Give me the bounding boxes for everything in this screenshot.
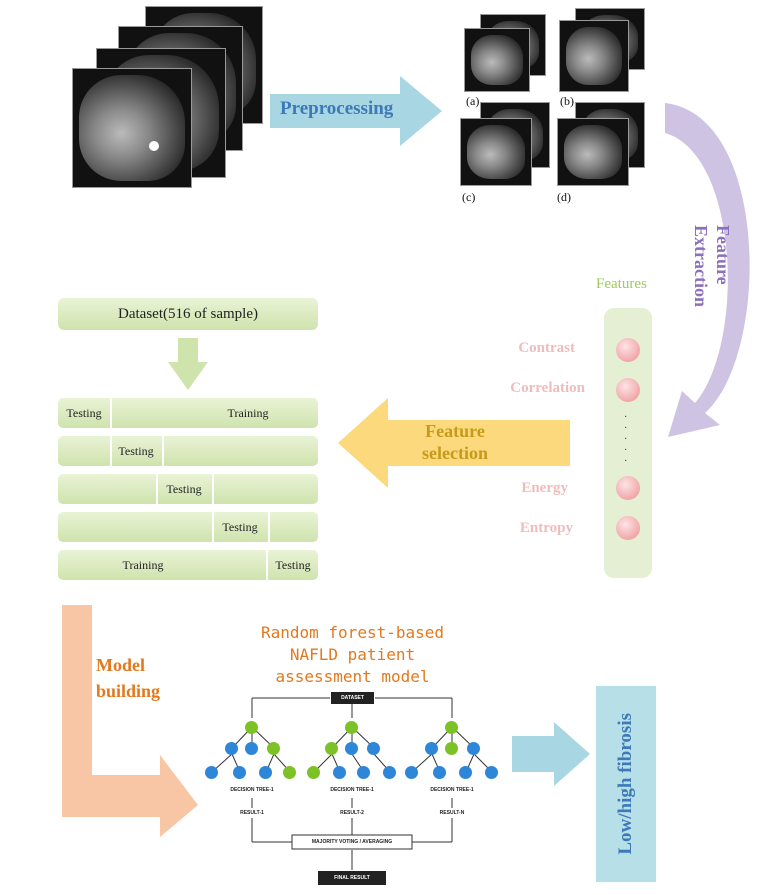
- tree-node: [383, 766, 396, 779]
- fold-3: Testing: [58, 474, 318, 504]
- tree-node: [467, 742, 480, 755]
- scan-d: [557, 118, 629, 186]
- rf-title: Random forest-based NAFLD patient assess…: [235, 622, 470, 688]
- output-arrow: [512, 722, 590, 786]
- tree-node: [405, 766, 418, 779]
- fold-1-testing: Testing: [66, 405, 102, 420]
- feature-correlation: Correlation: [510, 380, 585, 396]
- features-title: Features: [596, 276, 647, 292]
- tree-node: [225, 742, 238, 755]
- tree-node: [245, 721, 258, 734]
- result-2-label: RESULT-2: [340, 810, 364, 816]
- model-building-arrow: [62, 605, 198, 837]
- fold-1: Testing Training: [58, 398, 318, 428]
- tree-node: [283, 766, 296, 779]
- feature-contrast: Contrast: [518, 340, 575, 356]
- scan-c: [460, 118, 532, 186]
- feature-extraction-line1: Feature: [713, 225, 733, 285]
- result-1-label: RESULT-1: [240, 810, 264, 816]
- tree-3-label: DECISION TREE-1: [430, 787, 474, 793]
- feature-extraction-arrow: [665, 103, 750, 437]
- tree-node: [345, 742, 358, 755]
- tree-node: [459, 766, 472, 779]
- features-ellipsis: · · · · ·: [624, 412, 628, 467]
- fold-2-testing: Testing: [118, 443, 154, 458]
- mri-slice-front: [72, 68, 192, 188]
- tree-node: [245, 742, 258, 755]
- dataset-label: Dataset(516 of sample): [118, 305, 258, 322]
- scan-a: [464, 28, 530, 92]
- fold-4-testing: Testing: [222, 519, 258, 534]
- output-box: Low/high fibrosis: [596, 686, 656, 882]
- model-building-line1: Model: [96, 655, 145, 675]
- fold-5-testing: Testing: [275, 557, 311, 572]
- feature-selection-arrow: [338, 398, 570, 488]
- tree-node: [367, 742, 380, 755]
- tree-node: [267, 742, 280, 755]
- feature-energy: Energy: [521, 480, 568, 496]
- preprocessing-arrow: [270, 76, 442, 146]
- tree-node: [259, 766, 272, 779]
- output-label: Low/high fibrosis: [615, 713, 636, 855]
- feature-ball: [616, 378, 640, 402]
- tree-node: [205, 766, 218, 779]
- tree-1-label: DECISION TREE-1: [230, 787, 274, 793]
- tree-node: [307, 766, 320, 779]
- scan-b: [559, 20, 629, 92]
- fold-5: Training Testing: [58, 550, 318, 580]
- caption-d: (d): [557, 190, 571, 204]
- fold-2: Testing: [58, 436, 318, 466]
- tree-node: [345, 721, 358, 734]
- tree-node: [333, 766, 346, 779]
- tree-node: [425, 742, 438, 755]
- tree-node: [485, 766, 498, 779]
- tree-node: [357, 766, 370, 779]
- model-building-line2: building: [96, 681, 161, 701]
- feature-ball: [616, 516, 640, 540]
- voting-label: MAJORITY VOTING / AVERAGING: [311, 839, 393, 845]
- rf-title-line2: NAFLD patient: [289, 645, 416, 664]
- rf-dataset-label: DATASET: [341, 695, 364, 701]
- tree-node: [445, 721, 458, 734]
- tree-node: [325, 742, 338, 755]
- rf-title-line3: assessment model: [275, 667, 430, 686]
- rf-title-line1: Random forest-based: [260, 623, 445, 642]
- tree-2-label: DECISION TREE-1: [330, 787, 374, 793]
- preprocessing-label: Preprocessing: [280, 98, 394, 119]
- caption-b: (b): [560, 94, 574, 108]
- model-building-label: Model building: [96, 652, 160, 704]
- feature-entropy: Entropy: [519, 520, 573, 536]
- feature-ball: [616, 338, 640, 362]
- fold-4: Testing: [58, 512, 318, 542]
- rf-dataset-box: [331, 692, 374, 704]
- feature-selection-label: Feature selection: [395, 420, 515, 464]
- dataset-down-arrow: [168, 338, 208, 390]
- feature-ball: [616, 476, 640, 500]
- tree-node: [445, 742, 458, 755]
- fold-5-training: Training: [122, 557, 164, 572]
- feature-extraction-line2: Extraction: [691, 225, 711, 307]
- fold-3-testing: Testing: [166, 481, 202, 496]
- feature-selection-line2: selection: [422, 443, 488, 463]
- feature-selection-line1: Feature: [425, 421, 485, 441]
- fold-1-training: Training: [227, 405, 269, 420]
- feature-extraction-label: Feature Extraction: [690, 225, 734, 307]
- final-result-label: FINAL RESULT: [334, 875, 370, 881]
- final-result-box: [318, 871, 386, 885]
- caption-c: (c): [462, 190, 476, 204]
- dataset-box: Dataset(516 of sample): [58, 298, 318, 330]
- tree-node: [433, 766, 446, 779]
- caption-a: (a): [466, 94, 480, 108]
- tree-node: [233, 766, 246, 779]
- result-n-label: RESULT-N: [439, 810, 465, 816]
